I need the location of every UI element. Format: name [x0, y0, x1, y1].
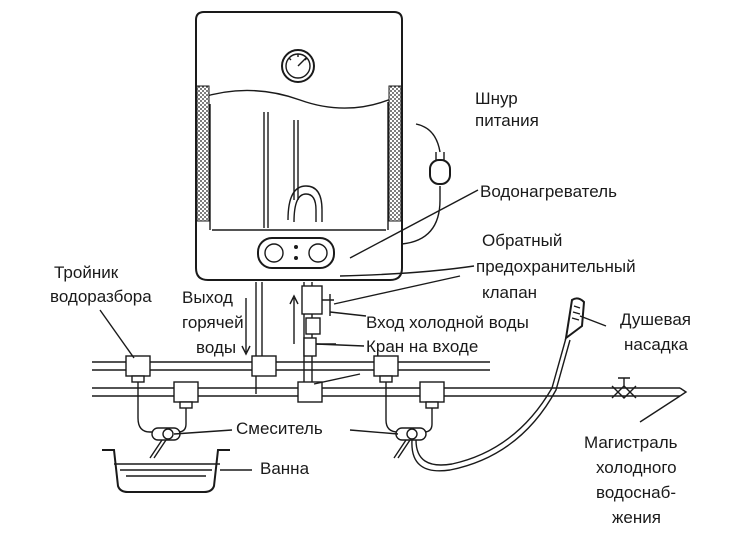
label-shower-line1: Душевая	[620, 310, 691, 329]
label-bath: Ванна	[260, 459, 310, 478]
control-panel	[257, 237, 335, 269]
label-cold-inlet: Вход холодной воды	[366, 313, 529, 332]
label-check-valve-line2: предохранительный	[476, 257, 636, 276]
inlet-tap	[303, 337, 336, 357]
label-main-line1: Магистраль	[584, 433, 678, 452]
label-power-cord-line2: питания	[475, 111, 539, 130]
water-heater-tank	[195, 11, 451, 281]
label-power-cord-line1: Шнур	[475, 89, 518, 108]
hot-tee-right	[373, 355, 399, 383]
label-check-valve-line3: клапан	[482, 283, 537, 302]
label-shower-line2: насадка	[624, 335, 689, 354]
label-tee-line1: Тройник	[54, 263, 119, 282]
cold-tee-center	[297, 381, 323, 403]
bath-mixer	[137, 382, 187, 459]
label-hot-outlet-line3: воды	[196, 338, 236, 357]
label-mixer: Смеситель	[236, 419, 323, 438]
label-check-valve-line1: Обратный	[482, 231, 562, 250]
hot-tee-center	[251, 355, 277, 377]
label-main-line2: холодного	[596, 458, 677, 477]
cold-tee-right	[419, 381, 445, 409]
cold-tee-left	[173, 381, 199, 409]
bath-tub	[102, 449, 230, 493]
power-cord	[401, 152, 451, 245]
thermometer-gauge-icon	[281, 49, 315, 83]
shower-mixer	[385, 382, 433, 459]
hot-tee-left	[125, 355, 151, 383]
check-valve	[301, 285, 334, 335]
hot-outlet-pipe	[241, 282, 263, 394]
leader-lines	[99, 123, 681, 471]
hot-water-line	[92, 361, 490, 371]
label-main-line3: водоснаб-	[596, 483, 676, 502]
heating-element	[287, 120, 323, 223]
label-hot-outlet-line1: Выход	[182, 288, 233, 307]
label-hot-outlet-line2: горячей	[182, 313, 244, 332]
shower-hose	[411, 337, 571, 472]
shower-head-icon	[564, 297, 586, 341]
label-water-heater: Водонагреватель	[480, 182, 617, 201]
label-tee-line2: водоразбора	[50, 287, 152, 306]
label-inlet-tap: Кран на входе	[366, 337, 478, 356]
main-valve-icon	[611, 377, 688, 399]
label-main-line4: жения	[612, 508, 661, 527]
